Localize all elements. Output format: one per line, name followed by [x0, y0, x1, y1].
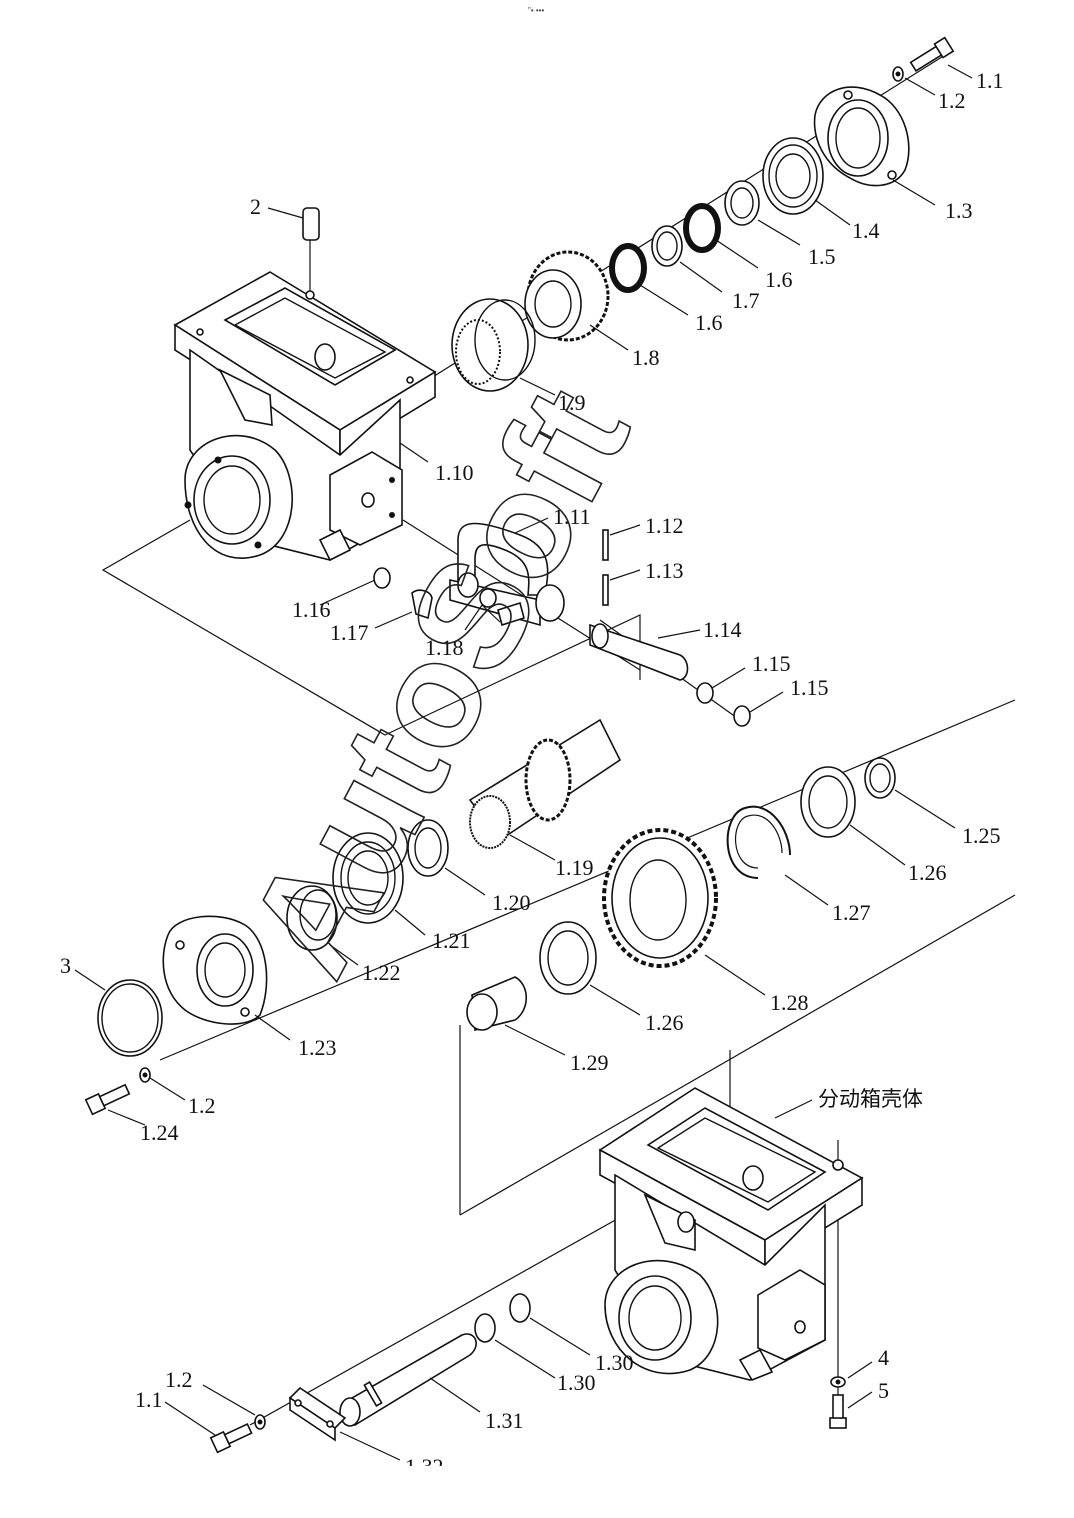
header-mark: "• •••: [528, 6, 544, 15]
callout-1-21: 1.21: [432, 928, 471, 953]
callout-1-12: 1.12: [645, 513, 684, 538]
callout-1-3: 1.3: [945, 198, 973, 223]
middle-shaft-parts: [84, 718, 896, 1116]
callout-1-7: 1.7: [732, 288, 760, 313]
callout-1-25: 1.25: [962, 823, 1001, 848]
callout-5: 5: [878, 1378, 889, 1403]
crop-mask: [380, 1466, 520, 1518]
callout-1-2b: 1.2: [188, 1093, 216, 1118]
callout-2: 2: [250, 194, 261, 219]
lower-housing-part: [598, 1087, 864, 1381]
callout-1-6b: 1.6: [695, 310, 723, 335]
callout-1-5: 1.5: [808, 244, 836, 269]
callout-1-1: 1.1: [976, 68, 1004, 93]
callout-1-2: 1.2: [938, 88, 966, 113]
lower-shaft-parts: [209, 1293, 847, 1454]
leader-lines: [74, 64, 973, 1461]
callout-1-10: 1.10: [435, 460, 474, 485]
callout-1-23: 1.23: [298, 1035, 337, 1060]
callout-1-24: 1.24: [140, 1120, 179, 1145]
callout-1-30: 1.30: [595, 1350, 634, 1375]
callout-1-15: 1.15: [752, 651, 791, 676]
callout-3: 3: [60, 953, 71, 978]
callout-1-28: 1.28: [770, 990, 809, 1015]
callout-1-30b: 1.30: [557, 1370, 596, 1395]
callout-1-14: 1.14: [703, 617, 742, 642]
callout-4: 4: [878, 1345, 889, 1370]
callout-1-13: 1.13: [645, 558, 684, 583]
callout-1-29: 1.29: [570, 1050, 609, 1075]
callout-1-1b: 1.1: [135, 1387, 163, 1412]
callout-1-4: 1.4: [852, 218, 880, 243]
callout-1-11: 1.11: [553, 504, 591, 529]
callout-1-8: 1.8: [632, 345, 660, 370]
upper-shaft-parts: [302, 36, 955, 392]
callout-labels: 1.1 1.2 1.3 1.4 1.5 1.6 1.7 1.6 1.8 1.9 …: [60, 68, 1004, 1479]
callout-1-2c: 1.2: [165, 1367, 193, 1392]
callout-1-26b: 1.26: [645, 1010, 684, 1035]
callout-1-15b: 1.15: [790, 675, 829, 700]
callout-1-16: 1.16: [292, 597, 331, 622]
housing-label: 分动箱壳体: [818, 1087, 923, 1111]
callout-1-9: 1.9: [558, 390, 586, 415]
callout-1-19: 1.19: [555, 855, 594, 880]
callout-1-22: 1.22: [362, 960, 401, 985]
shift-fork-group: [373, 522, 751, 727]
callout-1-26: 1.26: [908, 860, 947, 885]
upper-housing-part: [173, 271, 437, 562]
callout-1-17: 1.17: [330, 620, 369, 645]
callout-1-6: 1.6: [765, 267, 793, 292]
callout-1-18: 1.18: [425, 635, 464, 660]
callout-1-31: 1.31: [485, 1408, 524, 1433]
callout-1-27: 1.27: [832, 900, 871, 925]
callout-1-20: 1.20: [492, 890, 531, 915]
